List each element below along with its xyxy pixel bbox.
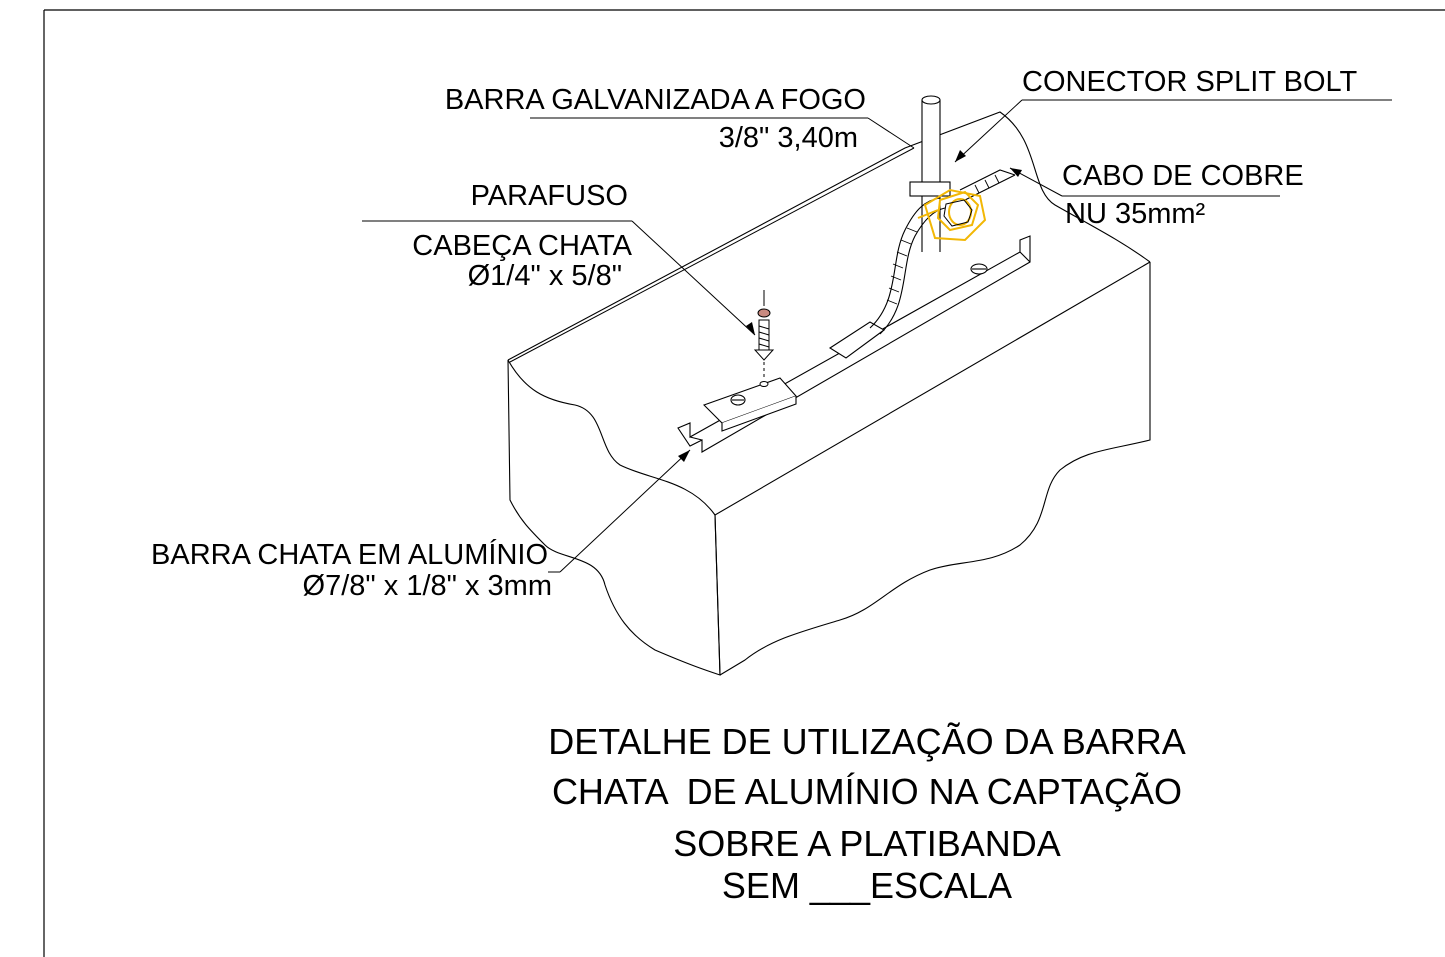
- label-barra-chata-spec: Ø7/8" x 1/8" x 3mm: [302, 570, 552, 602]
- screw-assembly: [753, 290, 775, 387]
- label-barra-galvanizada-spec: 3/8" 3,40m: [718, 122, 858, 154]
- label-parafuso-spec: Ø1/4" x 5/8": [467, 260, 622, 292]
- title-line-3: SOBRE A PLATIBANDA: [673, 823, 1061, 864]
- leader-arrowheads: [678, 150, 1022, 462]
- label-parafuso: PARAFUSO: [470, 180, 628, 212]
- label-cabo-spec: NU 35mm²: [1065, 198, 1206, 230]
- split-bolt-connector: [917, 188, 987, 242]
- galvanized-rod: [909, 95, 951, 252]
- parapet-block: [507, 111, 1151, 676]
- title-line-4: SEM ___ESCALA: [721, 865, 1013, 906]
- title-line-1: DETALHE DE UTILIZAÇÃO DA BARRA: [548, 721, 1186, 762]
- copper-cable: [869, 169, 1016, 335]
- title-line-2: CHATA DE ALUMÍNIO NA CAPTAÇÃO: [551, 771, 1183, 812]
- label-cabo: CABO DE COBRE: [1062, 160, 1304, 192]
- label-parafuso-tipo: CABEÇA CHATA: [412, 230, 632, 262]
- label-barra-galvanizada: BARRA GALVANIZADA A FOGO: [444, 84, 866, 116]
- leader-lines: [362, 99, 1392, 573]
- aluminum-flat-bar: [677, 235, 1031, 453]
- label-barra-chata: BARRA CHATA EM ALUMÍNIO: [151, 539, 548, 571]
- label-conector: CONECTOR SPLIT BOLT: [1022, 66, 1358, 98]
- split-bolt-outline: [943, 199, 973, 227]
- sheet-border: [43, 9, 1445, 957]
